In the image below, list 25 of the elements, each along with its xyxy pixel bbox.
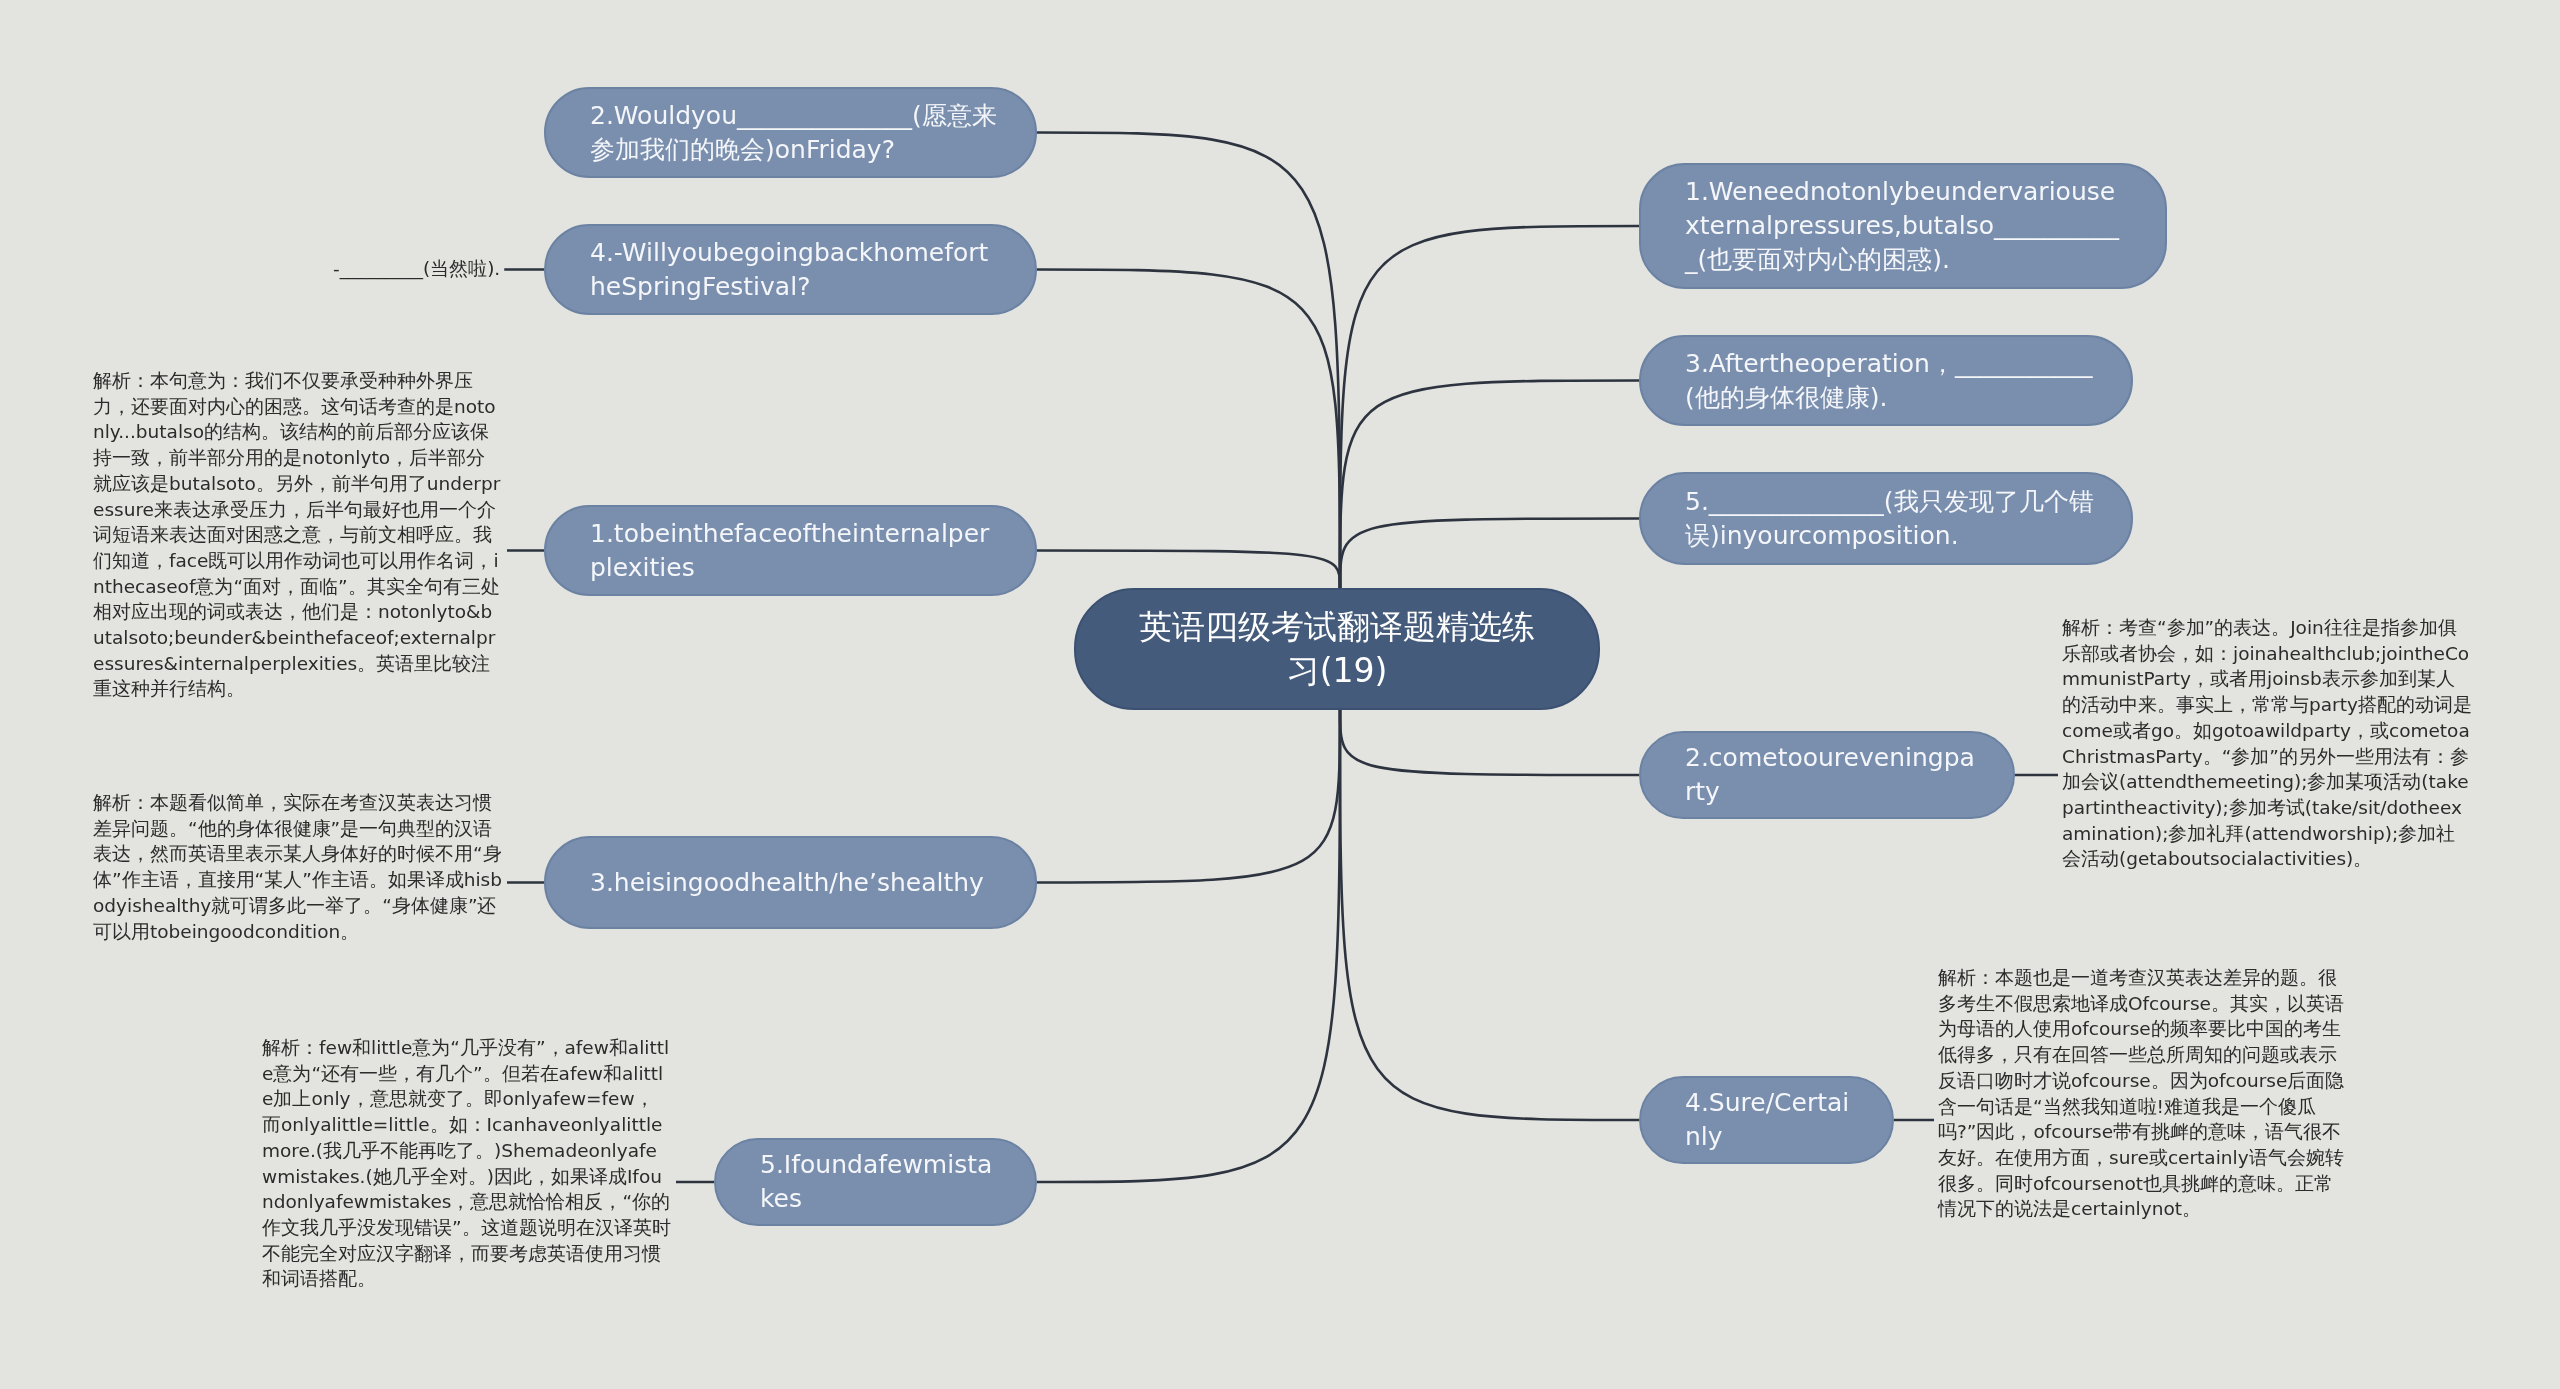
note-text: 解析：few和little意为“几乎没有”，afew和alittle意为“还有一些，有几个”。但若在afew和alittle加上only，意思就变了。即onlyafew=few，而onlyalittle=little。如：Icanhaveonlyalittlemore.(我几乎不能再吃了。)Shemadeonlyafewmistakes.(她几乎全对。)因此，如果译成Ifoundonlyafewmistakes，意思就恰恰相反，“你的作文我几乎没发现错误”。这道题说明在汉译英时不能完全对应汉字翻译，而要考虑英语使用习惯和词语搭配。 [262,1035,672,1293]
topic-box: 2.Wouldyou______________(愿意来参加我们的晚会)onFriday? [544,87,1037,178]
note-text: -_________(当然啦). [333,256,501,282]
connector-line [504,268,544,271]
topic-box: 1.Weneednotonlybeundervariousexternalpressures,butalso___________(也要面对内心的困惑). [1639,163,2167,289]
connector-line [676,1180,714,1184]
topic-box: 5.______________(我只发现了几个错误)inyourcomposition. [1639,472,2133,565]
note-text: 解析：考查“参加”的表达。Join往往是指参加俱乐部或者协会，如：joinahealthclub;jointheCommunistParty，或者用joinsb表示参加到某人的活动中来。事实上，常常与party搭配的动词是come或者go。如gotoawildparty，或cometoaChristmasParty。“参加”的另外一些用法有：参加会议(attendthemeeting);参加某项活动(takepartintheactivity);参加考试(take/sit/dotheexamination);参加礼拜(attendworship);参加社会活动(getaboutsocialactivities)。 [2062,615,2472,873]
connector-line [2015,773,2058,777]
central-topic-box: 英语四级考试翻译题精选练习(19) [1074,588,1600,710]
connector-line [1338,517,1639,588]
topic-box: 2.cometooureveningparty [1639,731,2015,819]
topic-box: 1.tobeinthefaceoftheinternalperplexities [544,505,1037,596]
topic-box: 3.heisingoodhealth/he’shealthy [544,836,1037,929]
connector-line [507,881,544,884]
topic-box: 5.Ifoundafewmistakes [714,1138,1037,1226]
connector-line [507,549,544,552]
connector-line [1894,1118,1934,1122]
topic-box: 4.Sure/Certainly [1639,1076,1894,1164]
topic-box: 4.-WillyoubegoingbackhomefortheSpringFestival? [544,224,1037,315]
topic-box: 3.Aftertheoperation，___________(他的身体很健康). [1639,335,2133,426]
note-text: 解析：本题也是一道考查汉英表达差异的题。很多考生不假思索地译成Ofcourse。其实，以英语为母语的人使用ofcourse的频率要比中国的考生低得多，只有在回答一些总所周知的问题或表示反语口吻时才说ofcourse。因为ofcourse后面隐含一句话是“当然我知道啦!难道我是一个傻瓜吗?”因此，ofcourse带有挑衅的意味，语气很不友好。在使用方面，sure或certainly语气会婉转很多。同时ofcoursenot也具挑衅的意味。正常情况下的说法是certainlynot。 [1938,965,2350,1223]
connector-line [1338,710,1639,1122]
note-text: 解析：本题看似简单，实际在考查汉英表达习惯差异问题。“他的身体很健康”是一句典型的汉语表达，然而英语里表示某人身体好的时候不用“身体”作主语，直接用“某人”作主语。如果译成hisbodyishealthy就可谓多此一举了。“身体健康”还可以用tobeingoodcondition。 [93,790,503,945]
note-text: 解析：本句意为：我们不仅要承受种种外界压力，还要面对内心的困惑。这句话考查的是notonly...butalso的结构。该结构的前后部分应该保持一致，前半部分用的是notonlyto，后半部分就应该是butalsoto。另外，前半句用了underpressure来表达承受压力，后半句最好也用一个介词短语来表达面对困惑之意，与前文相呼应。我们知道，face既可以用作动词也可以用作名词，inthecaseof意为“面对，面临”。其实全句有三处相对应出现的词或表达，他们是：notonlyto&butalsoto;beunder&beinthefaceof;externalpressures&internalperplexities。英语里比较注重这种并行结构。 [93,368,503,703]
